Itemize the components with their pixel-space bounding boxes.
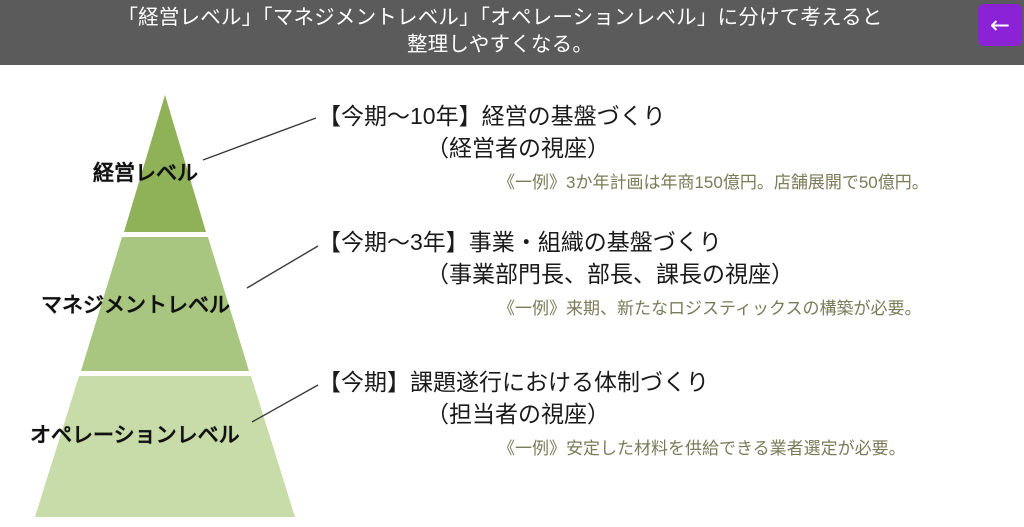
caption-bar: 「経営レベル」「マネジメントレベル」「オペレーションレベル」に分けて考えると 整… [0,0,1024,65]
explanation-block-middle-management: 【今期〜3年】事業・組織の基盤づくり （事業部門長、部長、課長の視座） 《一例》… [318,226,1024,324]
explanation-heading: 【今期】課題遂行における体制づくり [318,369,709,395]
pyramid-tier-top [124,95,206,232]
explanation-subheading: （担当者の視座） [426,401,610,427]
pyramid-label-management-level: 経営レベル [93,162,198,185]
explanation-block-management: 【今期〜10年】経営の基盤づくり （経営者の視座） 《一例》3か年計画は年商15… [318,100,1024,198]
explanation-subheading: （事業部門長、部長、課長の視座） [426,261,794,287]
arrow-left-icon: ← [989,11,1011,39]
explanation-example: 《一例》3か年計画は年商150億円。店舗展開で50億円。 [498,173,929,192]
explanation-example: 《一例》来期、新たなロジスティックスの構築が必要。 [498,299,922,318]
explanation-example: 《一例》安定した材料を供給できる業者選定が必要。 [498,439,906,458]
caption-text: 「経営レベル」「マネジメントレベル」「オペレーションレベル」に分けて考えると 整… [117,6,883,56]
explanation-block-operation: 【今期】課題遂行における体制づくり （担当者の視座） 《一例》安定した材料を供給… [318,366,1024,464]
explanation-heading: 【今期〜3年】事業・組織の基盤づくり [318,229,722,255]
explanation-subheading: （経営者の視座） [426,135,610,161]
pyramid-tier-middle [81,237,249,371]
pyramid-label-operation-level: オペレーションレベル [30,424,240,447]
explanation-heading: 【今期〜10年】経営の基盤づくり [318,103,666,129]
pyramid-tier-bottom [35,376,295,517]
pyramid-label-middle-management-level: マネジメントレベル [41,294,230,317]
pyramid-diagram [35,95,295,517]
back-button[interactable]: ← [978,4,1022,46]
